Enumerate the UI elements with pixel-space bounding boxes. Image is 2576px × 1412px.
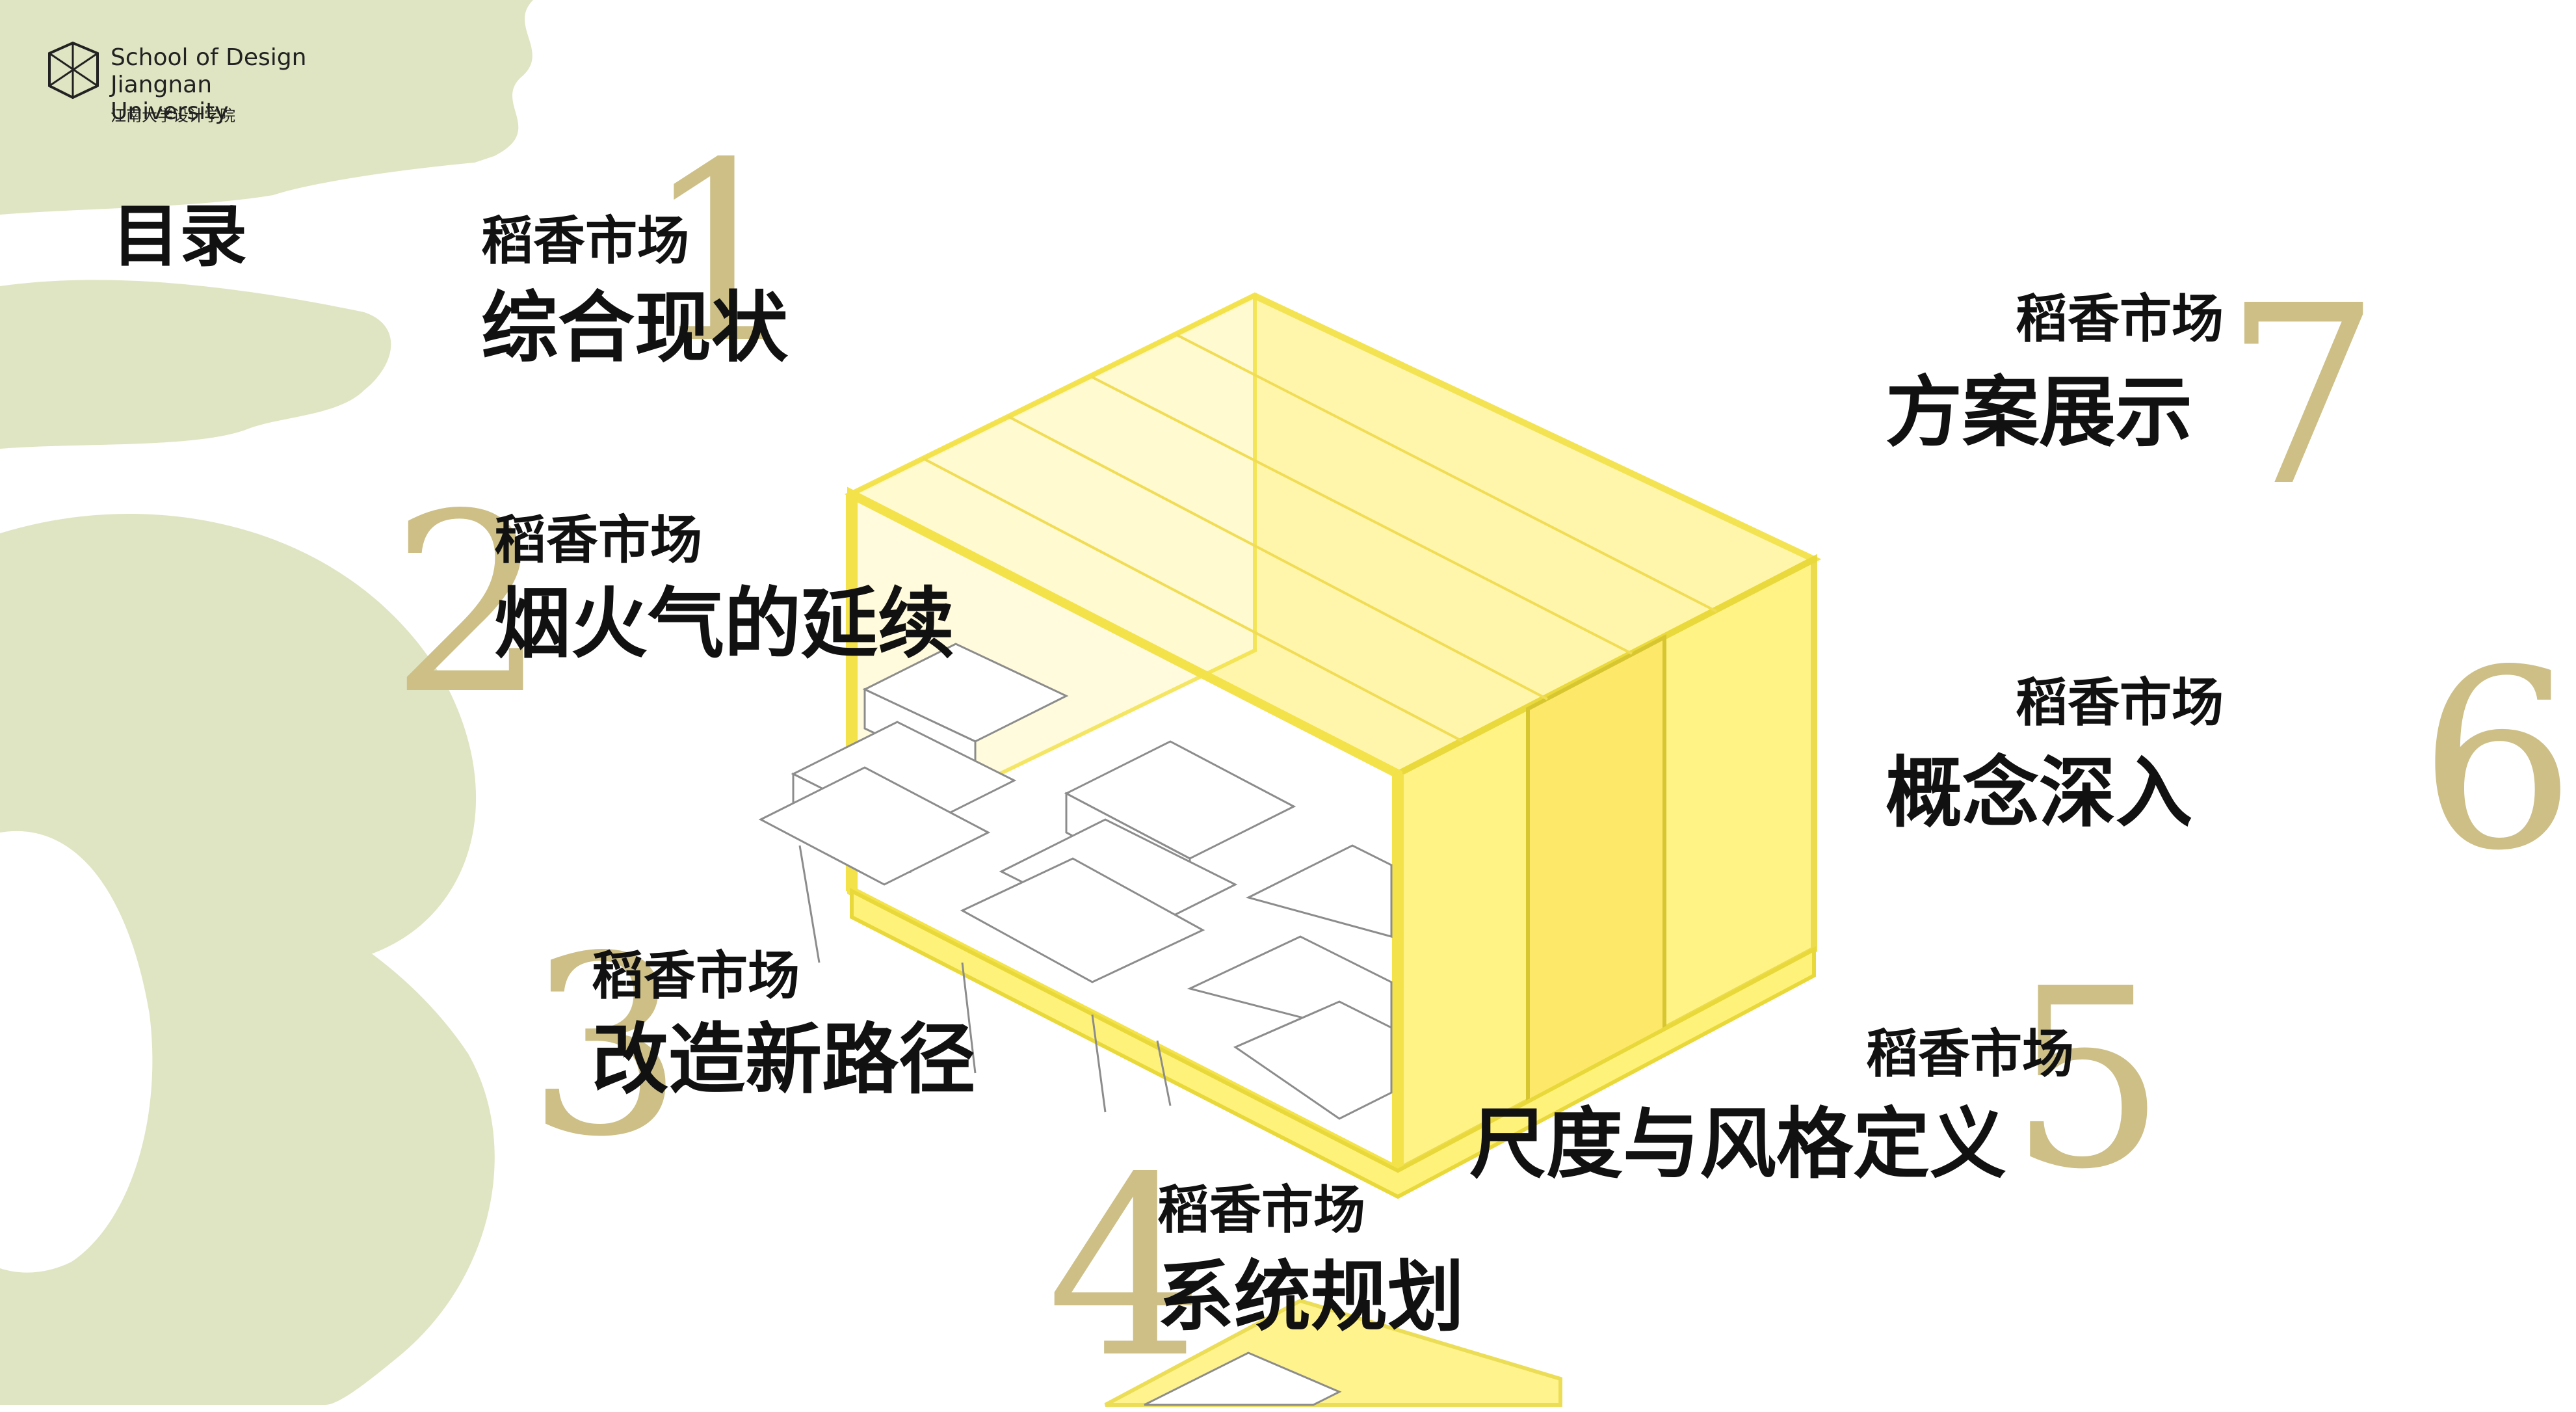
toc-number: 6: [2419, 617, 2576, 905]
toc-title: 综合现状: [481, 282, 789, 373]
toc-number: 3: [527, 903, 684, 1191]
toc-subtitle: 稻香市场: [592, 945, 800, 1006]
logo-mark-icon: [48, 41, 99, 100]
toc-number: 4: [1047, 1124, 1204, 1412]
toc-number: 5: [2009, 935, 2166, 1223]
toc-title: 烟火气的延续: [494, 578, 955, 669]
toc-subtitle: 稻香市场: [1157, 1179, 1365, 1240]
toc-title: 尺度与风格定义: [1469, 1099, 2007, 1189]
toc-subtitle: 稻香市场: [494, 509, 702, 570]
logo-name-line1: School of Design: [111, 44, 307, 71]
toc-subtitle: 稻香市场: [481, 210, 689, 271]
page-title: 目录: [112, 196, 248, 276]
toc-title: 改造新路径: [592, 1014, 976, 1104]
logo-name-line2: Jiangnan University: [111, 72, 229, 125]
toc-number: 1: [644, 109, 801, 397]
toc-title: 系统规划: [1157, 1251, 1465, 1342]
toc-number: 7: [2224, 252, 2381, 540]
toc-number: 2: [390, 460, 547, 749]
toc-subtitle: 稻香市场: [2016, 672, 2224, 733]
toc-title: 概念深入: [1886, 747, 2193, 838]
background-decoration: [0, 0, 533, 1405]
school-logo: School of Design Jiangnan University 江南大…: [40, 38, 326, 135]
toc-subtitle: 稻香市场: [2016, 288, 2224, 349]
toc-title: 方案展示: [1886, 367, 2193, 457]
logo-name-cn: 江南大学设计学院: [111, 107, 235, 125]
toc-subtitle: 稻香市场: [1866, 1023, 2074, 1084]
container-illustration: [758, 292, 1822, 1407]
